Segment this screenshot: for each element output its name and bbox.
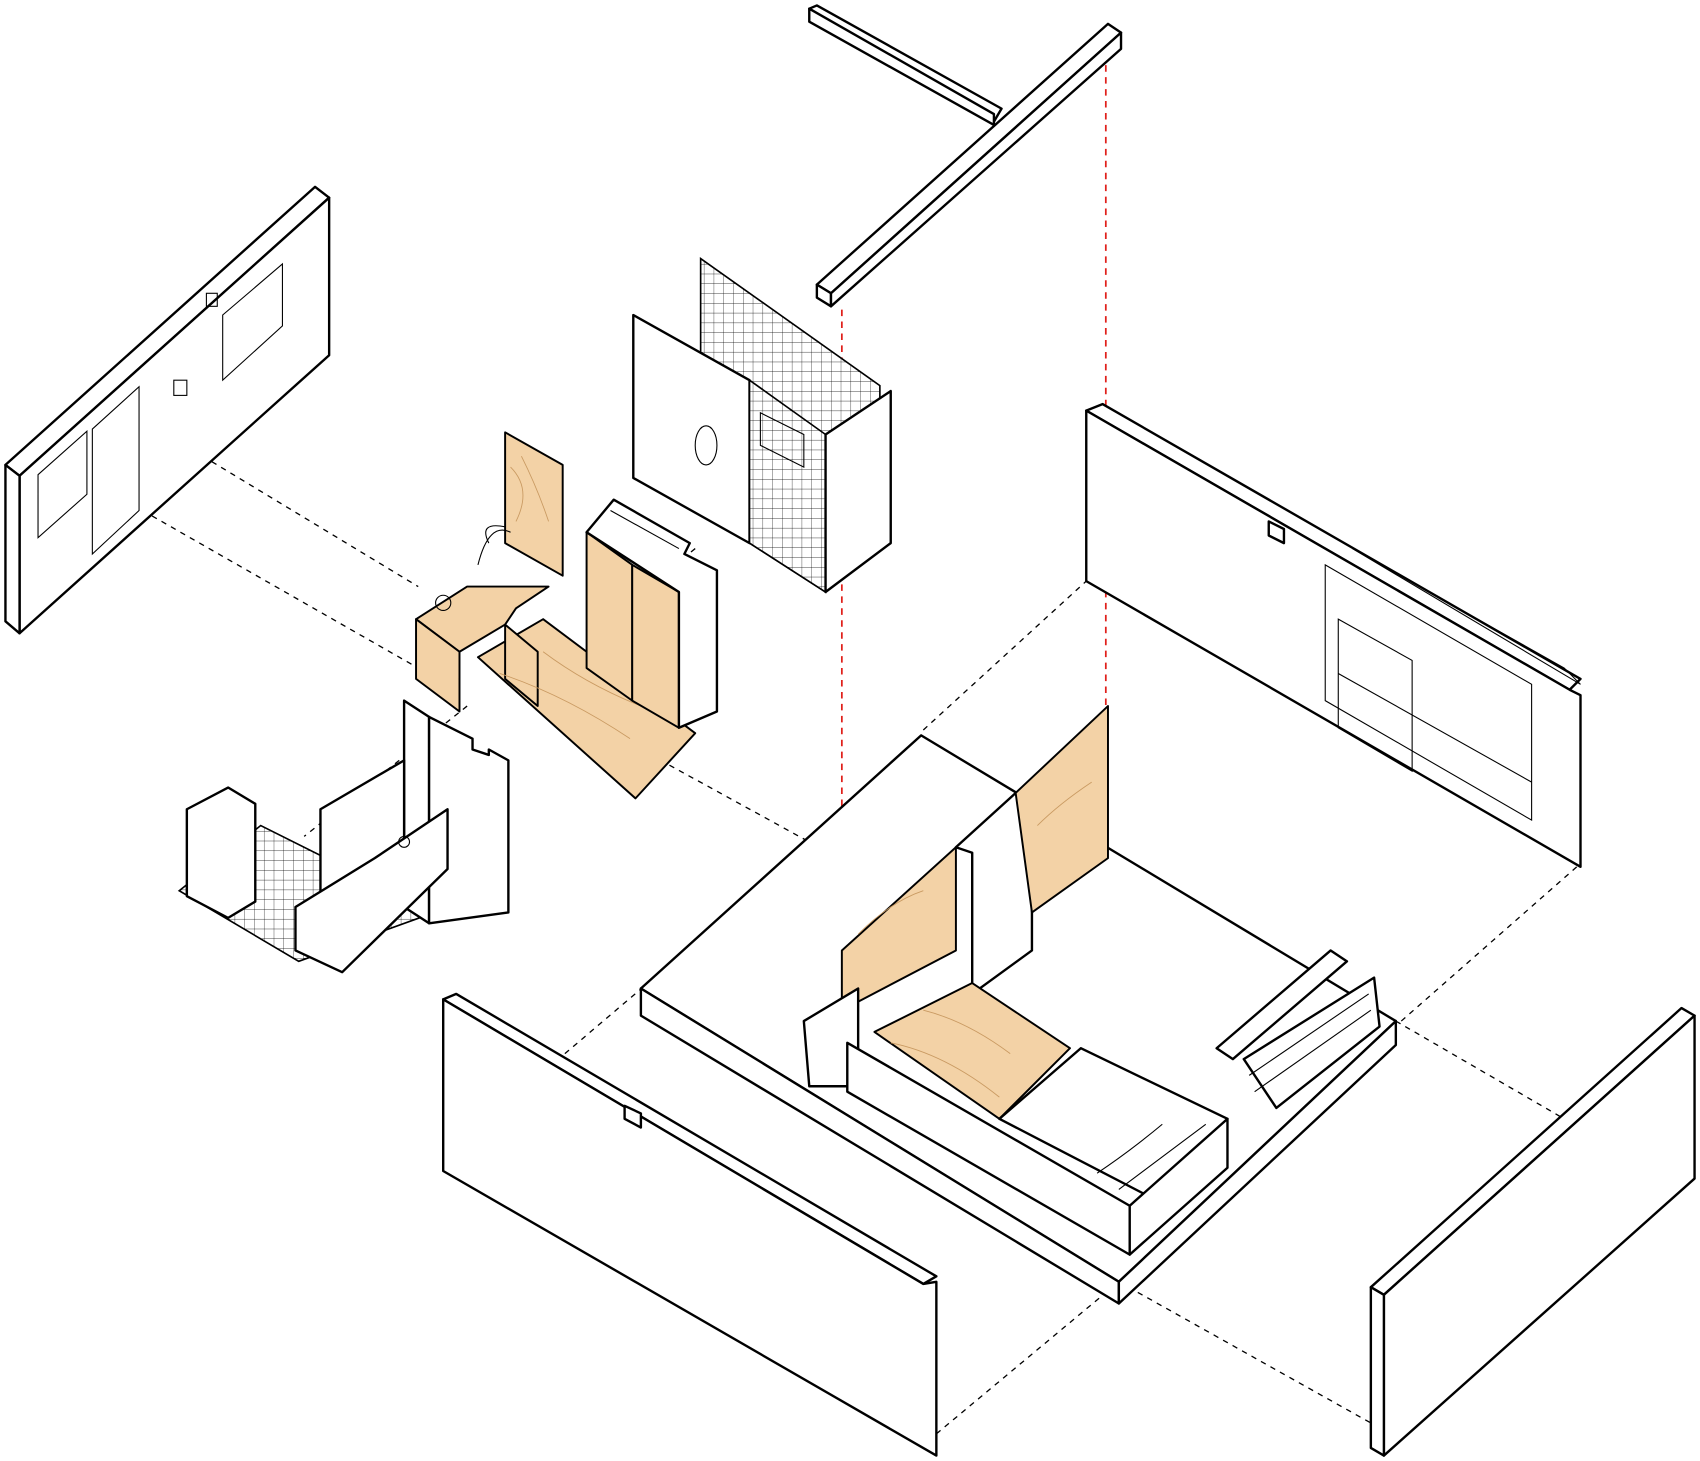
- left-wall: [4, 185, 331, 635]
- back-right-wall: [1085, 402, 1582, 869]
- front-right-wall: [1369, 1006, 1696, 1457]
- front-left-wall: [442, 992, 938, 1457]
- kitchen-module: [177, 699, 510, 974]
- sleeping-module: [802, 705, 1109, 1120]
- radiator: [1215, 949, 1381, 1110]
- wardrobe: [585, 498, 719, 729]
- plywood-unit: [415, 431, 697, 800]
- bed: [846, 1041, 1229, 1256]
- steel-beam: [808, 4, 1123, 308]
- bathroom-pod: [632, 256, 892, 594]
